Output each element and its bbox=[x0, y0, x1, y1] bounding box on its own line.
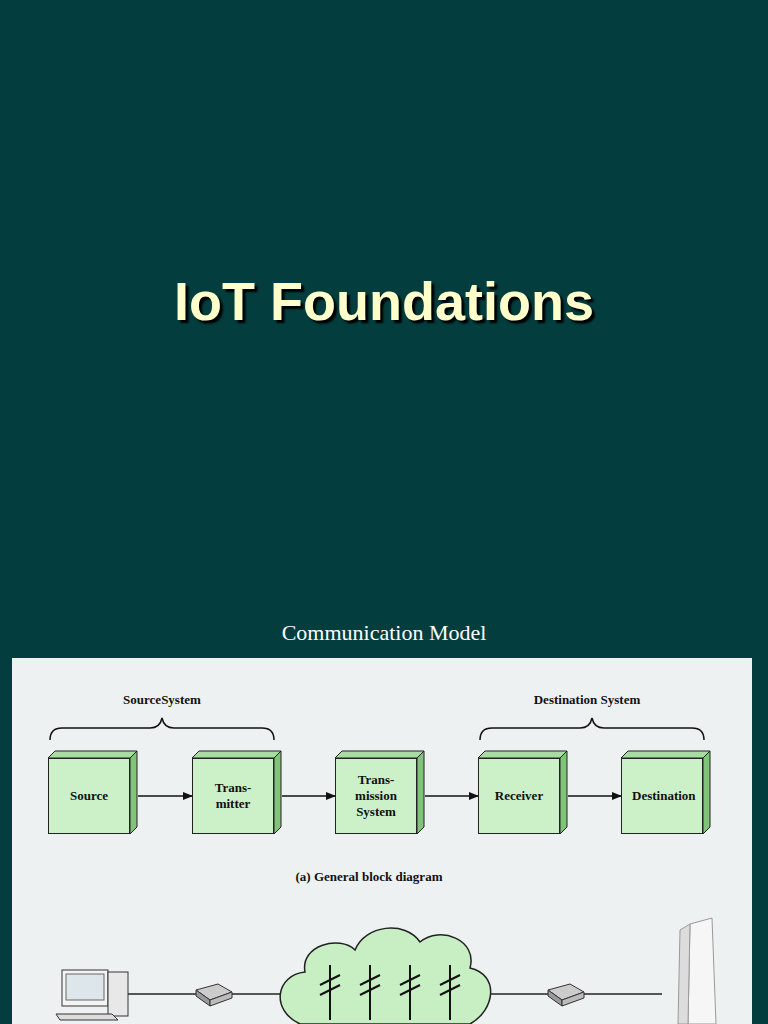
computer-icon bbox=[56, 970, 128, 1020]
section-heading: Communication Model bbox=[0, 620, 768, 646]
box-top-face bbox=[48, 751, 137, 758]
box-text: Destination bbox=[632, 788, 692, 804]
box-side-face bbox=[560, 751, 567, 834]
figure-caption: (a) General block diagram bbox=[296, 869, 443, 885]
network-cloud bbox=[280, 928, 490, 1024]
modem-icon bbox=[548, 984, 584, 1006]
box-top-face bbox=[192, 751, 281, 758]
box-side-face bbox=[703, 751, 710, 834]
box-text: Trans- mission System bbox=[346, 772, 406, 821]
box-text: Source bbox=[70, 788, 108, 804]
process-box: Destination bbox=[621, 758, 703, 834]
process-box: Source bbox=[48, 758, 130, 834]
flow-arrow bbox=[282, 795, 335, 797]
box-text: Receiver bbox=[495, 788, 543, 804]
flow-arrow bbox=[568, 795, 621, 797]
box-side-face bbox=[274, 751, 281, 834]
brace bbox=[480, 718, 704, 740]
flow-arrow bbox=[138, 795, 192, 797]
box-side-face bbox=[130, 751, 137, 834]
brace bbox=[50, 718, 274, 740]
process-box: Trans- mission System bbox=[335, 758, 417, 834]
page-title: IoT Foundations bbox=[0, 270, 768, 332]
box-top-face bbox=[478, 751, 567, 758]
box-top-face bbox=[621, 751, 710, 758]
process-box: Receiver bbox=[478, 758, 560, 834]
process-box: Trans- mitter bbox=[192, 758, 274, 834]
group-label: SourceSystem bbox=[123, 692, 201, 708]
server-icon bbox=[678, 918, 716, 1024]
tower-icons bbox=[320, 965, 460, 1020]
box-side-face bbox=[417, 751, 424, 834]
modem-icon bbox=[196, 984, 232, 1006]
group-label: Destination System bbox=[534, 692, 641, 708]
box-text: Trans- mitter bbox=[203, 780, 263, 813]
flow-arrow bbox=[425, 795, 478, 797]
box-top-face bbox=[335, 751, 424, 758]
